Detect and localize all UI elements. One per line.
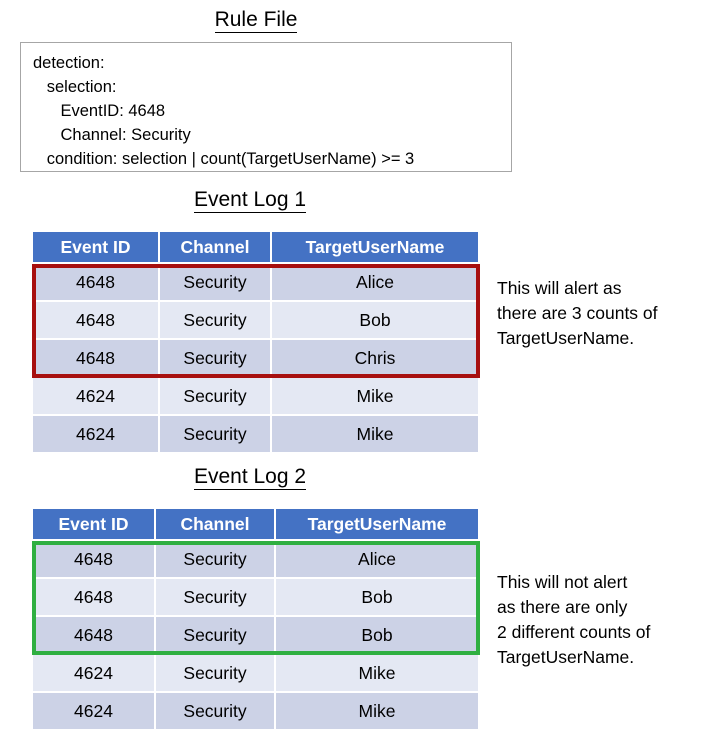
cell-channel: Security (155, 578, 276, 617)
rule-line-detection: detection: (33, 54, 105, 72)
event-log-2-title: Event Log 2 (0, 465, 500, 490)
cell-target-user-name: Bob (275, 578, 478, 617)
event-log-1-title-text: Event Log 1 (193, 188, 307, 213)
rule-line-condition: condition: selection | count(TargetUserN… (33, 150, 415, 168)
rule-file-box: detection: selection: EventID: 4648 Chan… (20, 42, 512, 172)
table-row: 4624 Security Mike (33, 415, 478, 452)
cell-target-user-name: Mike (271, 377, 478, 416)
cell-channel: Security (159, 339, 272, 378)
cell-event-id: 4648 (33, 263, 160, 302)
column-header-channel: Channel (155, 509, 276, 541)
cell-event-id: 4624 (33, 692, 156, 729)
event-log-1-annotation: This will alert as there are 3 counts of… (497, 278, 658, 348)
column-header-channel: Channel (159, 232, 272, 264)
table-row: 4624 Security Mike (33, 377, 478, 416)
rule-file-title: Rule File (0, 8, 512, 33)
event-log-1-title: Event Log 1 (0, 188, 500, 213)
cell-target-user-name: Mike (275, 692, 478, 729)
column-header-event-id: Event ID (33, 232, 160, 264)
rule-line-channel: Channel: Security (33, 126, 191, 144)
event-log-2-annotation: This will not alert as there are only 2 … (497, 572, 651, 667)
table-row: 4648 Security Chris (33, 339, 478, 378)
table-row: 4648 Security Bob (33, 616, 478, 655)
cell-event-id: 4624 (33, 377, 160, 416)
table-row: 4648 Security Alice (33, 263, 478, 302)
cell-event-id: 4648 (33, 339, 160, 378)
cell-channel: Security (159, 415, 272, 452)
table-header-row: Event ID Channel TargetUserName (33, 509, 478, 541)
cell-target-user-name: Alice (271, 263, 478, 302)
table-row: 4624 Security Mike (33, 654, 478, 693)
cell-event-id: 4624 (33, 415, 160, 452)
cell-channel: Security (159, 301, 272, 340)
column-header-event-id: Event ID (33, 509, 156, 541)
cell-event-id: 4624 (33, 654, 156, 693)
cell-channel: Security (155, 692, 276, 729)
cell-channel: Security (155, 616, 276, 655)
cell-target-user-name: Chris (271, 339, 478, 378)
table-row: 4648 Security Bob (33, 578, 478, 617)
table-row: 4648 Security Bob (33, 301, 478, 340)
event-log-1-table: Event ID Channel TargetUserName 4648 Sec… (33, 232, 478, 452)
cell-channel: Security (159, 377, 272, 416)
event-log-2-table: Event ID Channel TargetUserName 4648 Sec… (33, 509, 478, 729)
table-header-row: Event ID Channel TargetUserName (33, 232, 478, 264)
column-header-target-user-name: TargetUserName (275, 509, 478, 541)
cell-event-id: 4648 (33, 301, 160, 340)
cell-channel: Security (155, 654, 276, 693)
event-log-2-title-text: Event Log 2 (193, 465, 307, 490)
cell-channel: Security (155, 540, 276, 579)
cell-target-user-name: Bob (275, 616, 478, 655)
cell-event-id: 4648 (33, 616, 156, 655)
cell-target-user-name: Mike (275, 654, 478, 693)
cell-target-user-name: Bob (271, 301, 478, 340)
cell-event-id: 4648 (33, 578, 156, 617)
rule-line-selection: selection: (33, 78, 117, 96)
cell-channel: Security (159, 263, 272, 302)
cell-event-id: 4648 (33, 540, 156, 579)
column-header-target-user-name: TargetUserName (271, 232, 478, 264)
cell-target-user-name: Mike (271, 415, 478, 452)
rule-file-title-text: Rule File (214, 8, 298, 33)
table-row: 4624 Security Mike (33, 692, 478, 729)
table-row: 4648 Security Alice (33, 540, 478, 579)
rule-line-eventid: EventID: 4648 (33, 102, 166, 120)
cell-target-user-name: Alice (275, 540, 478, 579)
